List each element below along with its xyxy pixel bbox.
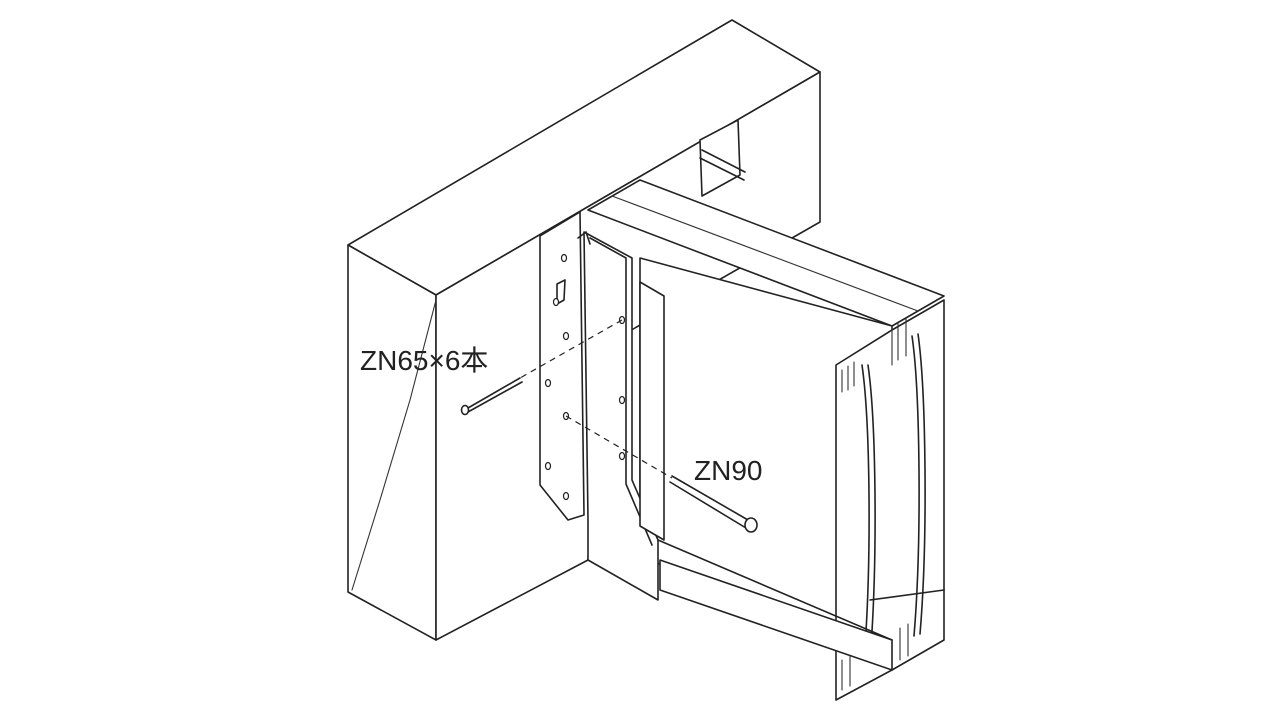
hanger-stirrup [639,281,665,541]
nail-hole [562,491,570,501]
hanger-bend-line [589,237,653,546]
nail-zn90-shank-2 [669,481,747,529]
joist-top-seam [611,195,919,312]
nail-zn90-shank [671,475,749,521]
nail-zn90-guide [565,415,673,479]
end-joint-left-2 [867,364,876,661]
nail-zn65-head [460,404,470,416]
nail-zn65 [460,319,623,416]
beam-end-grain [351,299,437,591]
hanger-tab [577,231,591,245]
nail-hole [544,378,552,388]
nail-hole [544,461,552,471]
joist-top-face [587,179,945,327]
back-tab-edge [701,149,746,173]
end-joint-right [911,335,920,637]
end-joint-left [861,364,870,661]
joist-bottom-face [659,559,893,671]
nail-zn65-guide [519,319,623,379]
end-joint-right-2 [917,333,926,635]
nail-zn90-head [744,517,758,533]
nail-zn65-shank [467,377,521,409]
nail-zn90 [565,415,758,533]
nail-hole [618,451,626,461]
back-hanger-tab [699,119,746,197]
label-zn65: ZN65×6本 [360,345,488,376]
label-zn90: ZN90 [694,455,762,486]
hanger-slot [556,279,566,305]
hanger-seat-edge [657,539,893,641]
hanger-left-flange [539,211,585,521]
joist-hanger [539,211,893,641]
nail-hole [560,253,568,263]
bottom-edge [869,589,945,601]
beam-end-face [347,244,437,641]
back-tab-face [699,119,741,197]
nail-hole [618,395,626,405]
nail-zn65-shank-2 [467,381,523,413]
nail-hole [562,331,570,341]
nail-hole [552,297,560,307]
back-tab-edge-2 [699,157,745,181]
